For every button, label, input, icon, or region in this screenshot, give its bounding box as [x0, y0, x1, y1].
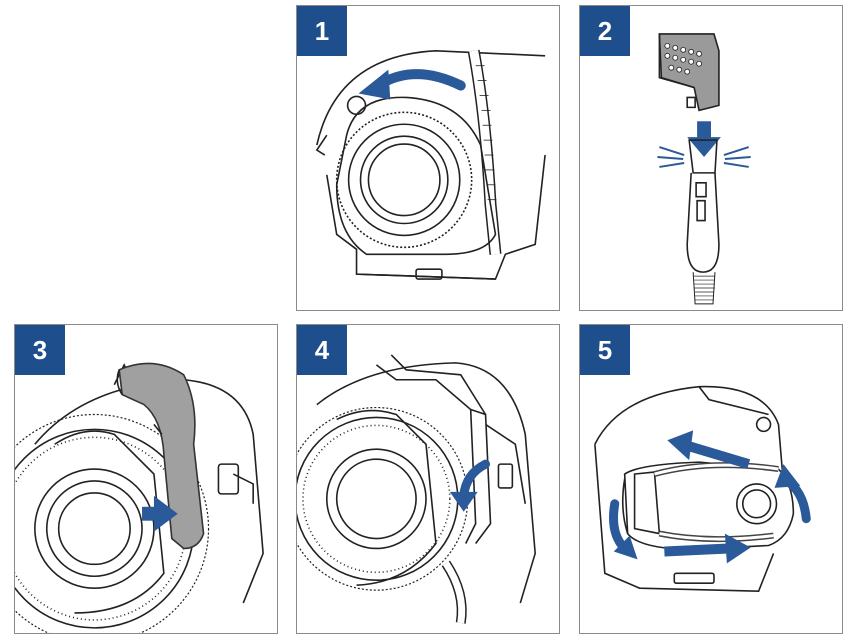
step-1-illustration [297, 6, 559, 310]
step-1-number: 1 [314, 15, 330, 46]
step-5-illustration [580, 325, 842, 633]
step-1-badge: 1 [297, 6, 347, 56]
step-4-panel: 4 [296, 324, 560, 634]
step-5-number: 5 [597, 334, 613, 365]
step-3-panel: 3 [14, 324, 278, 634]
step-3-badge: 3 [15, 325, 65, 375]
wrap-arrow-bottom [664, 548, 729, 551]
step-2-badge: 2 [580, 6, 630, 56]
wrap-arrow-top [689, 446, 749, 464]
insert-arrow [687, 137, 721, 158]
step-2-illustration [580, 6, 842, 310]
step-2-number: 2 [597, 15, 613, 46]
push-arrow [153, 495, 178, 532]
step-4-number: 4 [314, 334, 330, 365]
step-2-panel: 2 [579, 5, 843, 311]
step-1-panel: 1 [296, 5, 560, 311]
step-4-illustration [297, 325, 559, 633]
rotate-arrow-1 [381, 74, 460, 85]
step-5-panel: 5 [579, 324, 843, 634]
step-3-illustration [15, 325, 277, 633]
step-3-number: 3 [32, 334, 48, 365]
step-4-badge: 4 [297, 325, 347, 375]
step-5-badge: 5 [580, 325, 630, 375]
